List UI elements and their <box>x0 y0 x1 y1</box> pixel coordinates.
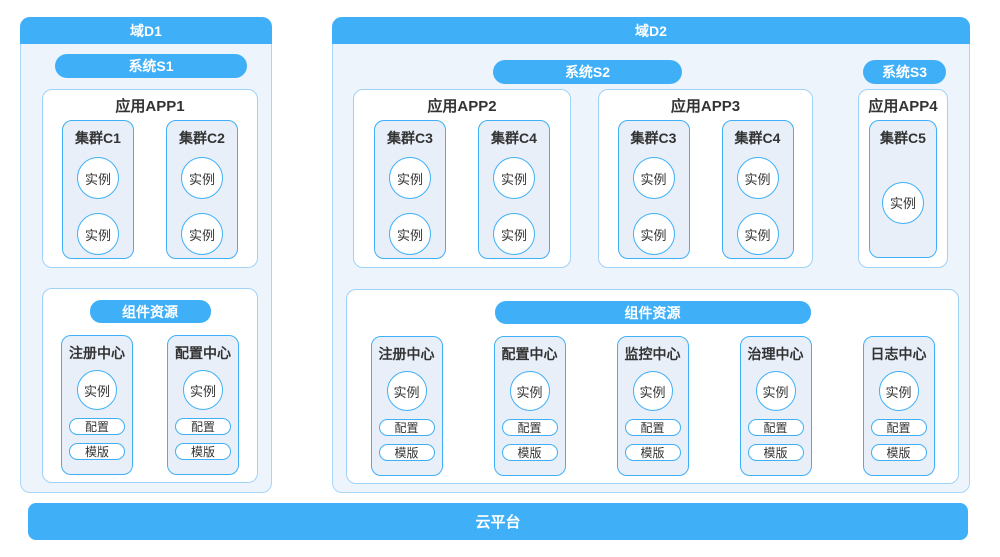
center-title: 配置中心 <box>501 346 558 362</box>
cluster-c4-title: 集群C4 <box>491 130 537 146</box>
cluster-c1-title: 集群C1 <box>75 130 121 146</box>
config-pill: 配置 <box>175 418 231 435</box>
instance-circle: 实例 <box>386 371 427 411</box>
cluster-c3: 集群C3 实例 实例 <box>617 120 690 259</box>
instance-circle: 实例 <box>632 213 675 255</box>
center-title: 监控中心 <box>624 346 681 362</box>
template-pill: 模版 <box>69 443 125 460</box>
components-d2-badge: 组件资源 <box>494 301 811 324</box>
instance-circle: 实例 <box>755 371 796 411</box>
domain-d2-title: 域D2 <box>332 17 970 44</box>
instance-circle: 实例 <box>509 371 550 411</box>
domain-d1: 域D1 系统S1 应用APP1 集群C1 实例 实例 集群C2 实例 实例 组件… <box>20 17 272 493</box>
app-app2-title: 应用APP2 <box>427 98 497 115</box>
center-monitor-d2: 监控中心 实例 配置 模版 <box>616 336 689 476</box>
cluster-c5-body: 实例 <box>882 148 924 257</box>
instance-circle: 实例 <box>493 213 535 255</box>
instance-circle: 实例 <box>389 157 431 199</box>
template-pill: 模版 <box>175 443 231 460</box>
center-title: 注册中心 <box>378 346 435 362</box>
instance-circle: 实例 <box>632 371 673 411</box>
app-box-app3: 应用APP3 集群C3 实例 实例 集群C4 实例 实例 <box>598 89 813 268</box>
template-pill: 模版 <box>624 444 681 461</box>
system-s2-badge: 系统S2 <box>493 60 682 84</box>
template-pill: 模版 <box>378 444 435 461</box>
instance-circle: 实例 <box>181 213 223 255</box>
instance-circle: 实例 <box>77 370 117 410</box>
center-config-d2: 配置中心 实例 配置 模版 <box>493 336 566 476</box>
instance-circle: 实例 <box>736 157 779 199</box>
app3-cluster-row: 集群C3 实例 实例 集群C4 实例 实例 <box>617 120 794 259</box>
cluster-c4: 集群C4 实例 实例 <box>721 120 794 259</box>
instance-circle: 实例 <box>77 157 119 199</box>
config-pill: 配置 <box>378 419 435 436</box>
center-log-d2: 日志中心 实例 配置 模版 <box>862 336 935 476</box>
app-app1-title: 应用APP1 <box>115 98 185 115</box>
app-box-app2: 应用APP2 集群C3 实例 实例 集群C4 实例 实例 <box>353 89 571 268</box>
app-box-app1: 应用APP1 集群C1 实例 实例 集群C2 实例 实例 <box>42 89 258 268</box>
instance-circle: 实例 <box>183 370 223 410</box>
app-app3-title: 应用APP3 <box>670 98 741 115</box>
instance-circle: 实例 <box>181 157 223 199</box>
instance-circle: 实例 <box>389 213 431 255</box>
instance-circle: 实例 <box>878 371 919 411</box>
cluster-c2-title: 集群C2 <box>179 130 225 146</box>
center-config-d1: 配置中心 实例 配置 模版 <box>167 335 239 475</box>
app-box-app4: 应用APP4 集群C5 实例 <box>858 89 948 268</box>
cluster-c5-title: 集群C5 <box>880 130 926 146</box>
components-d1-badge: 组件资源 <box>89 300 211 323</box>
instance-circle: 实例 <box>632 157 675 199</box>
cluster-c2: 集群C2 实例 实例 <box>166 120 238 259</box>
template-pill: 模版 <box>747 444 804 461</box>
center-governance-d2: 治理中心 实例 配置 模版 <box>739 336 812 476</box>
cluster-c4-title: 集群C4 <box>734 130 781 146</box>
cluster-c4: 集群C4 实例 实例 <box>478 120 550 259</box>
system-s1-badge: 系统S1 <box>55 54 247 78</box>
cloud-platform-bar: 云平台 <box>28 503 968 540</box>
config-pill: 配置 <box>747 419 804 436</box>
template-pill: 模版 <box>870 444 927 461</box>
components-d2-row: 注册中心 实例 配置 模版 配置中心 实例 配置 模版 监控中心 实例 配置 模… <box>347 336 958 476</box>
template-pill: 模版 <box>501 444 558 461</box>
cluster-c3-title: 集群C3 <box>630 130 677 146</box>
instance-circle: 实例 <box>77 213 119 255</box>
components-box-d2: 组件资源 注册中心 实例 配置 模版 配置中心 实例 配置 模版 监控中心 实例 <box>346 289 959 484</box>
center-registry-d1: 注册中心 实例 配置 模版 <box>61 335 133 475</box>
instance-circle: 实例 <box>736 213 779 255</box>
center-registry-d2: 注册中心 实例 配置 模版 <box>370 336 443 476</box>
config-pill: 配置 <box>624 419 681 436</box>
center-title: 配置中心 <box>175 345 231 361</box>
instance-circle: 实例 <box>493 157 535 199</box>
app2-cluster-row: 集群C3 实例 实例 集群C4 实例 实例 <box>374 120 550 259</box>
center-title: 注册中心 <box>69 345 125 361</box>
center-title: 日志中心 <box>870 346 927 362</box>
cluster-c3-title: 集群C3 <box>387 130 433 146</box>
domain-d2: 域D2 系统S2 系统S3 应用APP2 集群C3 实例 实例 集群C4 实例 … <box>332 17 970 493</box>
app-app4-title: 应用APP4 <box>868 98 938 115</box>
app1-cluster-row: 集群C1 实例 实例 集群C2 实例 实例 <box>62 120 238 259</box>
cluster-c3: 集群C3 实例 实例 <box>374 120 446 259</box>
cluster-c1: 集群C1 实例 实例 <box>62 120 134 259</box>
config-pill: 配置 <box>69 418 125 435</box>
components-d1-row: 注册中心 实例 配置 模版 配置中心 实例 配置 模版 <box>43 335 257 475</box>
system-s3-badge: 系统S3 <box>863 60 946 84</box>
config-pill: 配置 <box>870 419 927 436</box>
cluster-c5: 集群C5 实例 <box>869 120 937 258</box>
center-title: 治理中心 <box>747 346 804 362</box>
config-pill: 配置 <box>501 419 558 436</box>
app4-cluster-row: 集群C5 实例 <box>869 120 937 258</box>
instance-circle: 实例 <box>882 181 924 224</box>
components-box-d1: 组件资源 注册中心 实例 配置 模版 配置中心 实例 配置 模版 <box>42 288 258 483</box>
domain-d1-title: 域D1 <box>20 17 272 44</box>
